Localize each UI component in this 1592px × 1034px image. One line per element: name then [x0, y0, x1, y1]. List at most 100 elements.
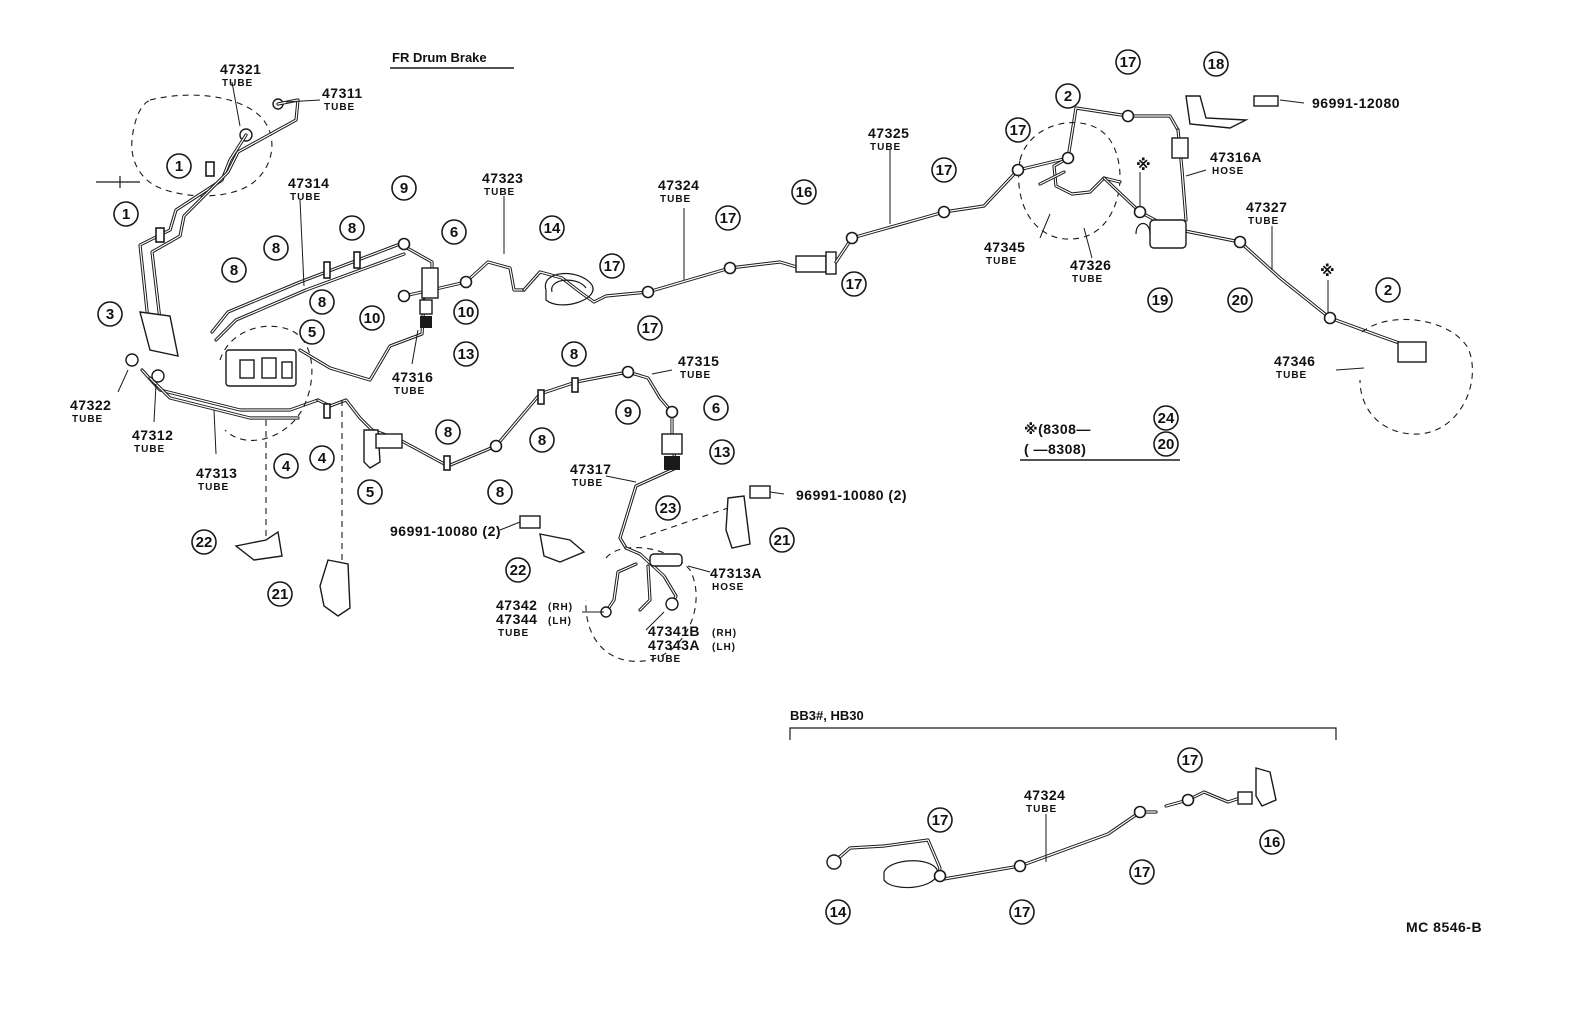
- part-47345-number: 47345: [984, 239, 1025, 255]
- svg-text:17: 17: [1182, 752, 1199, 769]
- callout-17h: 17: [1177, 747, 1203, 773]
- star-mark-right: ※: [1320, 262, 1335, 280]
- callout-21b: 21: [769, 527, 795, 553]
- svg-text:19: 19: [1152, 292, 1169, 309]
- callout-14b: 14: [825, 899, 851, 925]
- svg-text:17: 17: [604, 258, 621, 275]
- part-47341B-number: 47341B: [648, 623, 700, 639]
- part-47316A-number: 47316A: [1210, 149, 1262, 165]
- title-text: FR Drum Brake: [392, 50, 487, 65]
- callout-13b: 13: [709, 439, 735, 465]
- callout-3: 3: [97, 301, 123, 327]
- part-47315-number: 47315: [678, 353, 719, 369]
- svg-text:17: 17: [936, 162, 953, 179]
- svg-text:8: 8: [538, 432, 546, 449]
- svg-text:20: 20: [1158, 436, 1175, 453]
- callout-1b: 1: [113, 201, 139, 227]
- callout-8a: 8: [221, 257, 247, 283]
- callout-8f: 8: [529, 427, 555, 453]
- svg-text:2: 2: [1064, 88, 1072, 105]
- part-47313-number: 47313: [196, 465, 237, 481]
- svg-text:17: 17: [1014, 904, 1031, 921]
- svg-text:8: 8: [570, 346, 578, 363]
- part-47326-number: 47326: [1070, 257, 1111, 273]
- front-tube-bundle: [138, 98, 526, 420]
- clip-96991-12080: 96991-12080: [1312, 95, 1400, 111]
- svg-text:8: 8: [496, 484, 504, 501]
- callout-8h: 8: [487, 479, 513, 505]
- callout-8b: 8: [263, 235, 289, 261]
- svg-text:3: 3: [106, 306, 114, 323]
- svg-text:2: 2: [1384, 282, 1392, 299]
- part-47344-suffix: (LH): [548, 616, 572, 627]
- svg-text:22: 22: [510, 562, 527, 579]
- part-47324-sub: TUBE: [660, 194, 691, 205]
- inset-heading: BB3#, HB30: [790, 708, 864, 723]
- callout-24: 24: [1153, 405, 1179, 431]
- callout-8d: 8: [309, 289, 335, 315]
- star-mark-rear: ※: [1136, 156, 1151, 174]
- part-47324-number: 47324: [658, 177, 699, 193]
- callout-17f: 17: [1005, 117, 1031, 143]
- callout-22b: 22: [505, 557, 531, 583]
- svg-text:17: 17: [932, 812, 949, 829]
- svg-text:6: 6: [450, 224, 458, 241]
- svg-text:14: 14: [544, 220, 561, 237]
- master-cylinder: [96, 94, 284, 197]
- svg-text:24: 24: [1158, 410, 1175, 427]
- part-47325-number: 47325: [868, 125, 909, 141]
- callout-20a: 20: [1227, 287, 1253, 313]
- part-47344-sub: TUBE: [498, 628, 529, 639]
- callout-17b: 17: [637, 315, 663, 341]
- svg-text:21: 21: [272, 586, 289, 603]
- callout-21a: 21: [267, 581, 293, 607]
- part-47315-sub: TUBE: [680, 370, 711, 381]
- svg-text:4: 4: [282, 458, 291, 475]
- junction-6: [419, 267, 439, 328]
- callout-22a: 22: [191, 529, 217, 555]
- callout-16b: 16: [1259, 829, 1285, 855]
- part-47311-sub: TUBE: [324, 102, 355, 113]
- callout-2b: 2: [1375, 277, 1401, 303]
- part-47343A-suffix: (LH): [712, 642, 736, 653]
- part-47316A-sub: HOSE: [1212, 166, 1244, 177]
- svg-text:9: 9: [624, 404, 632, 421]
- callout-5b: 5: [357, 479, 383, 505]
- part-47325-sub: TUBE: [870, 142, 901, 153]
- svg-text:22: 22: [196, 534, 213, 551]
- svg-text:9: 9: [400, 180, 408, 197]
- svg-text:14: 14: [830, 904, 847, 921]
- part-47316-sub: TUBE: [394, 386, 425, 397]
- svg-text:13: 13: [714, 444, 731, 461]
- callouts: 1 1 3 8 8 8 8 9 6 10 10 13 5 4 4 5 14 17…: [97, 49, 1401, 607]
- callout-10a: 10: [359, 305, 385, 331]
- callout-6a: 6: [441, 219, 467, 245]
- svg-text:4: 4: [318, 450, 327, 467]
- part-47343A-sub: TUBE: [650, 654, 681, 665]
- svg-text:13: 13: [458, 346, 475, 363]
- clip-96991-10080-right: 96991-10080 (2): [796, 487, 907, 503]
- callout-2a: 2: [1055, 83, 1081, 109]
- figure-code: MC 8546-B: [1406, 919, 1482, 935]
- svg-text:17: 17: [642, 320, 659, 337]
- part-47312-number: 47312: [132, 427, 173, 443]
- main-tube-line: [522, 106, 1180, 306]
- svg-text:17: 17: [720, 210, 737, 227]
- callout-5a: 5: [299, 319, 325, 345]
- svg-text:8: 8: [230, 262, 238, 279]
- svg-text:17: 17: [846, 276, 863, 293]
- part-47312-sub: TUBE: [134, 444, 165, 455]
- callout-17j: 17: [1129, 859, 1155, 885]
- part-47317-number: 47317: [570, 461, 611, 477]
- callout-17g: 17: [1115, 49, 1141, 75]
- part-47327-number: 47327: [1246, 199, 1287, 215]
- part-47344-number: 47344: [496, 611, 537, 627]
- callout-8c: 8: [339, 215, 365, 241]
- callout-17a: 17: [599, 253, 625, 279]
- diagram-title: FR Drum Brake: [390, 50, 514, 69]
- svg-text:8: 8: [348, 220, 356, 237]
- callout-16a: 16: [791, 179, 817, 205]
- inset-bb3-hb30: BB3#, HB30 47324 TUBE 17 16 17 17 17 14: [789, 708, 1337, 925]
- leader-lines: [117, 81, 1365, 631]
